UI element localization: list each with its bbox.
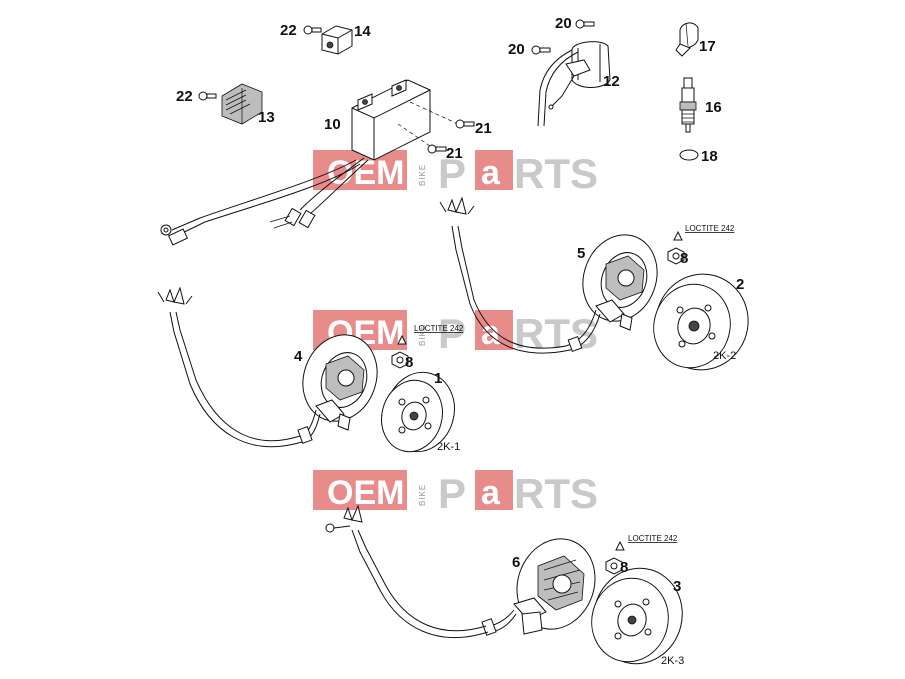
stator-5[interactable] (439, 196, 669, 354)
callout-10: 10 (324, 116, 341, 133)
loctite-note-lower: LOCTITE 242 (628, 534, 678, 543)
ignition-coil-12[interactable] (537, 41, 611, 127)
screw-22-left[interactable] (198, 91, 217, 101)
nut-8-middle[interactable] (391, 334, 409, 369)
callout-8-upper: 8 (680, 250, 688, 267)
watermark-right-c: RTS (514, 470, 598, 517)
screw-21-b[interactable] (427, 144, 447, 154)
caption-2k-1: 2K-1 (437, 441, 460, 453)
callout-8-middle: 8 (405, 354, 413, 371)
stator-4[interactable] (157, 286, 389, 448)
caption-2k-2: 2K-2 (713, 350, 736, 362)
callout-21-b: 21 (446, 145, 463, 162)
callout-22-top: 22 (280, 22, 297, 39)
callout-14: 14 (354, 23, 371, 40)
watermark-middle: BIKE (418, 484, 427, 506)
watermark-right-a: P (438, 470, 466, 517)
stator-6[interactable] (325, 504, 607, 640)
callout-2: 2 (736, 276, 744, 293)
callout-6: 6 (512, 554, 520, 571)
screw-20-top[interactable] (575, 19, 595, 29)
callout-16: 16 (705, 99, 722, 116)
watermark-middle: BIKE (418, 164, 427, 186)
nut-8-lower[interactable] (605, 540, 625, 575)
watermark-left: OEM (327, 154, 404, 192)
relay-14[interactable] (321, 25, 353, 55)
callout-20-left: 20 (508, 41, 525, 58)
callout-18: 18 (701, 148, 718, 165)
watermark-right-b: a (481, 154, 501, 192)
watermark-right-c: RTS (514, 310, 598, 357)
spark-plug-cap-17[interactable] (675, 22, 699, 57)
watermark-right-a: P (438, 150, 466, 197)
callout-1: 1 (434, 370, 442, 387)
flywheel-3[interactable] (582, 558, 692, 674)
spark-plug-16[interactable] (679, 77, 697, 133)
callout-13: 13 (258, 109, 275, 126)
watermark-right-b: a (481, 474, 501, 512)
caption-2k-3: 2K-3 (661, 655, 684, 667)
flywheel-1[interactable] (374, 365, 463, 460)
watermark-left: OEM (327, 474, 404, 512)
loctite-note-upper: LOCTITE 242 (685, 224, 735, 233)
callout-17: 17 (699, 38, 716, 55)
callout-20-top: 20 (555, 15, 572, 32)
loctite-note-middle: LOCTITE 242 (414, 324, 464, 333)
nut-8-upper[interactable] (667, 230, 685, 265)
flywheel-2[interactable] (644, 264, 758, 381)
screw-20-left[interactable] (531, 45, 551, 55)
regulator-13[interactable] (221, 83, 263, 125)
watermark-right-a: P (438, 310, 466, 357)
watermark-row-3: OEM BIKE P a RTS (313, 470, 598, 517)
watermark-row-1: OEM BIKE P a RTS (313, 150, 598, 197)
callout-21-a: 21 (475, 120, 492, 137)
callout-12: 12 (603, 73, 620, 90)
watermark-middle: BIKE (418, 324, 427, 346)
watermark-right-c: RTS (514, 150, 598, 197)
screw-21-a[interactable] (455, 119, 475, 129)
callout-4: 4 (294, 348, 303, 365)
callout-22-left: 22 (176, 88, 193, 105)
callout-8-lower: 8 (620, 559, 628, 576)
sealing-ring-18[interactable] (679, 149, 699, 161)
screw-22-top[interactable] (303, 25, 322, 35)
watermark-right-b: a (481, 314, 501, 352)
callout-5: 5 (577, 245, 585, 262)
cdi-unit-10[interactable] (160, 79, 459, 246)
callout-3: 3 (673, 578, 681, 595)
